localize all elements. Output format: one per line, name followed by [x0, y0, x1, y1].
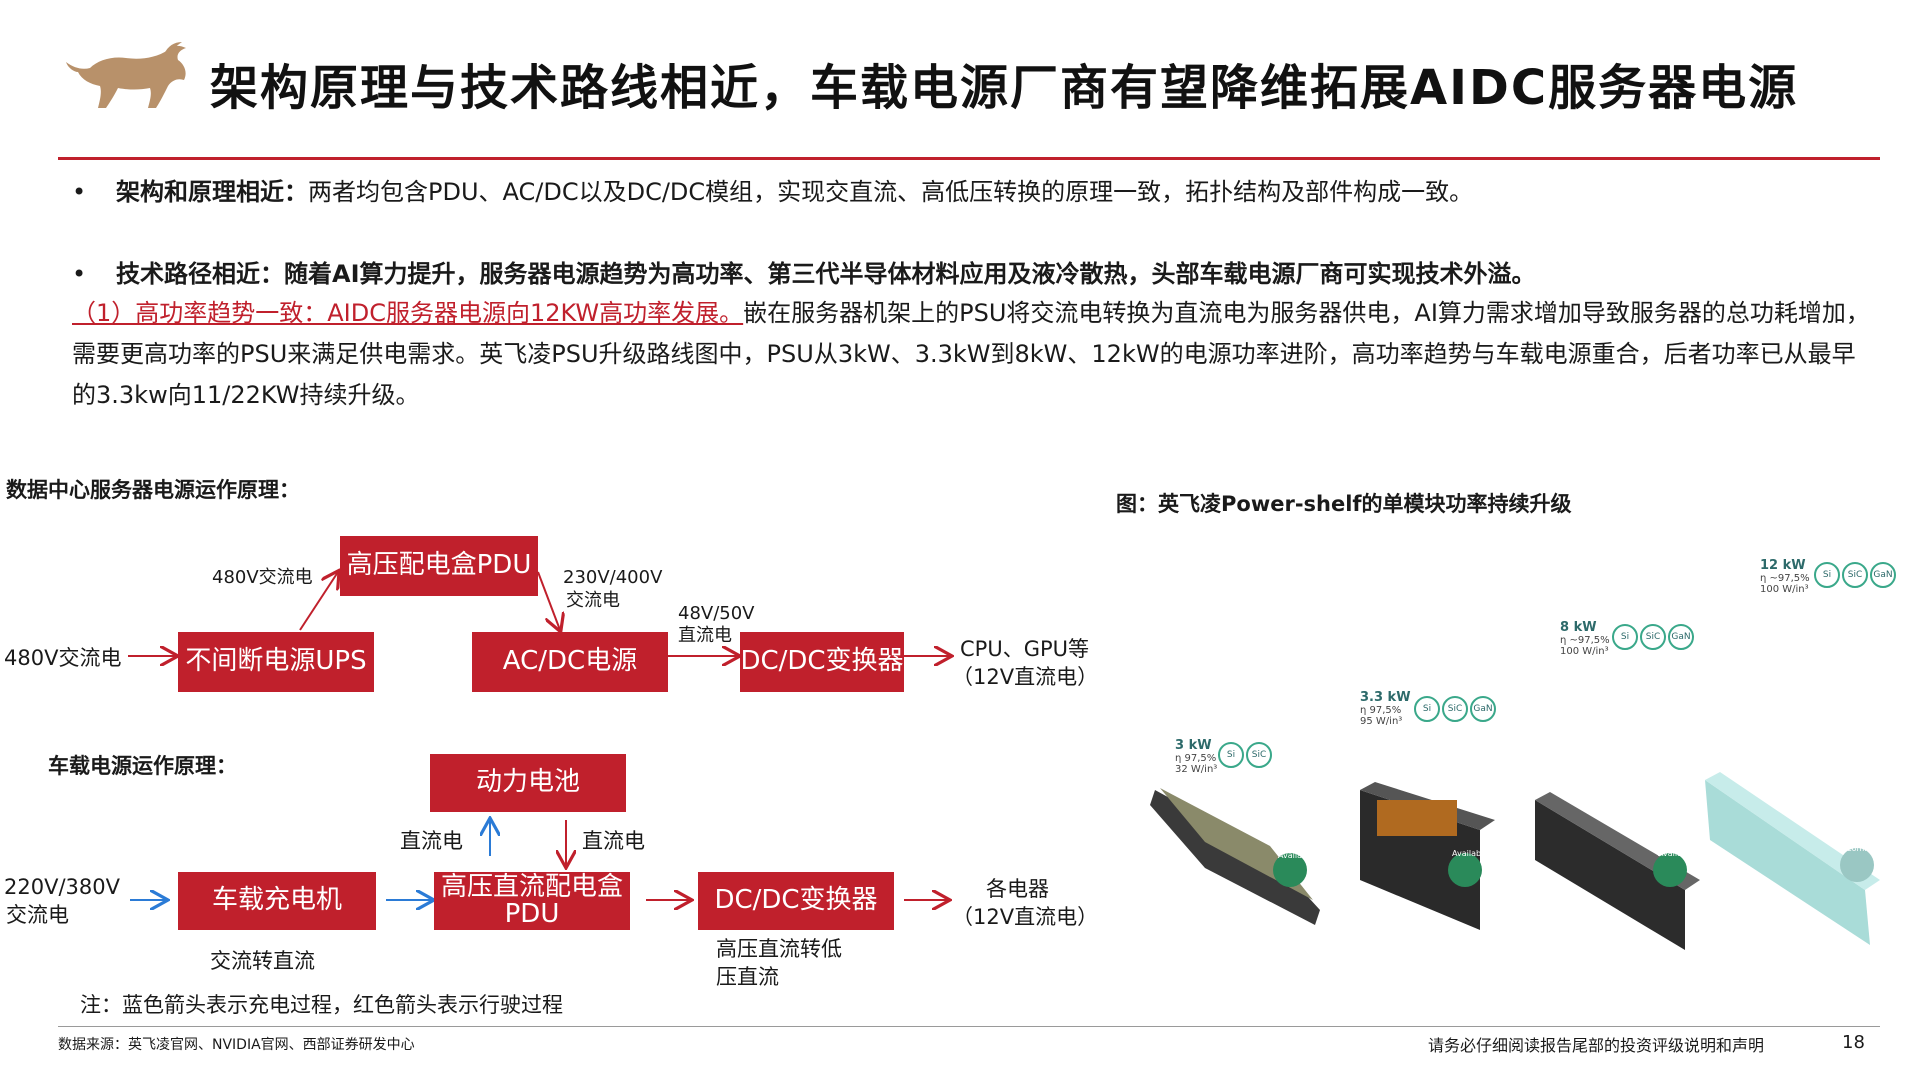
- car-input-label: 220V/380V: [4, 875, 120, 899]
- bullet-heading: 架构和原理相近：: [116, 178, 308, 206]
- bullet-architecture: • 架构和原理相近：两者均包含PDU、AC/DC以及DC/DC模组，实现交直流、高…: [72, 172, 1473, 212]
- car-diagram-title: 车载电源运作原理：: [48, 754, 237, 778]
- module-efficiency: η 97,5%: [1360, 705, 1402, 716]
- dc-diagram-title: 数据中心服务器电源运作原理：: [6, 478, 300, 502]
- dc-output-sub: （12V直流电）: [952, 665, 1099, 689]
- car-output-sub: （12V直流电）: [952, 905, 1099, 929]
- battery-box: 动力电池: [430, 754, 626, 812]
- label-48v-dc: 直流电: [678, 625, 732, 646]
- module-efficiency: η ~97,5%: [1760, 573, 1810, 584]
- charger-sub-label: 交流转直流: [210, 949, 315, 973]
- bullet-heading: 技术路径相近：随着AI算力提升，服务器电源趋势为高功率、第三代半导体材料应用及液…: [116, 260, 1536, 288]
- bullet-tech-path: • 技术路径相近：随着AI算力提升，服务器电源趋势为高功率、第三代半导体材料应用及…: [72, 254, 1536, 294]
- module-power: 8 kW: [1560, 620, 1597, 635]
- charger-box: 车载充电机: [178, 872, 376, 930]
- dc-output-label: CPU、GPU等: [960, 637, 1090, 661]
- footer-disclaimer: 请务必仔细阅读报告尾部的投资评级说明和声明: [1428, 1036, 1765, 1055]
- car-input-sub: 交流电: [6, 903, 69, 927]
- footer-divider: [58, 1026, 1880, 1027]
- dcdc-sub-label-1: 高压直流转低: [716, 937, 842, 961]
- label-230v-ac: 交流电: [566, 590, 620, 611]
- module-efficiency: η 97,5%: [1175, 753, 1217, 764]
- module-power: 3 kW: [1175, 738, 1212, 753]
- title-divider: [58, 157, 1880, 160]
- paragraph-text: 嵌在服务器机架上的PSU将交流电转换为直流电为服务器供电，AI算力需求增加导致服…: [72, 299, 1870, 409]
- module-3-3kw-label: 3.3 kW η 97,5% 95 W/in³: [1360, 690, 1411, 727]
- module-efficiency: η ~97,5%: [1560, 635, 1610, 646]
- arrow-pdu-acdc: [537, 571, 560, 630]
- figure-caption: 图：英飞凌Power-shelf的单模块功率持续升级: [1116, 492, 1572, 516]
- psu-modules-illustration: [1150, 772, 1880, 950]
- module-density: 100 W/in³: [1560, 646, 1609, 657]
- car-dcdc-box: DC/DC变换器: [698, 872, 894, 930]
- label-dc-down: 直流电: [582, 829, 645, 853]
- module-8kw-label: 8 kW η ~97,5% 100 W/in³: [1560, 620, 1610, 657]
- ups-box: 不间断电源UPS: [178, 632, 374, 692]
- bullet-dot: •: [72, 260, 87, 288]
- page-number: 18: [1842, 1032, 1865, 1053]
- dcdc-box: DC/DC变换器: [740, 632, 904, 692]
- label-dc-up: 直流电: [400, 829, 463, 853]
- module-12kw-label: 12 kW η ~97,5% 100 W/in³: [1760, 558, 1810, 595]
- module-3kw-label: 3 kW η 97,5% 32 W/in³: [1175, 738, 1217, 775]
- acdc-box: AC/DC电源: [472, 632, 668, 692]
- diagram-note: 注：蓝色箭头表示充电过程，红色箭头表示行驶过程: [80, 993, 563, 1017]
- module-power: 3.3 kW: [1360, 690, 1411, 705]
- label-480v: 480V交流电: [212, 567, 313, 588]
- pdu-box: 高压配电盒PDU: [340, 536, 538, 596]
- high-power-paragraph: （1）高功率趋势一致：AIDC服务器电源向12KW高功率发展。嵌在服务器机架上的…: [72, 293, 1872, 416]
- power-shelf-image: [1145, 550, 1895, 990]
- bullet-dot: •: [72, 178, 87, 206]
- module-density: 95 W/in³: [1360, 716, 1403, 727]
- module-density: 32 W/in³: [1175, 764, 1218, 775]
- label-48v: 48V/50V: [678, 603, 755, 624]
- bull-logo-icon: [66, 42, 186, 108]
- module-density: 100 W/in³: [1760, 584, 1809, 595]
- page-title: 架构原理与技术路线相近，车载电源厂商有望降维拓展AIDC服务器电源: [210, 60, 1799, 116]
- car-output-label: 各电器: [986, 877, 1049, 901]
- arrow-ups-pdu: [299, 572, 338, 631]
- label-230v: 230V/400V: [563, 567, 663, 588]
- module-power: 12 kW: [1760, 558, 1806, 573]
- dcdc-sub-label-2: 压直流: [716, 965, 779, 989]
- bullet-text: 两者均包含PDU、AC/DC以及DC/DC模组，实现交直流、高低压转换的原理一致…: [308, 178, 1474, 206]
- car-pdu-box: 高压直流配电盒PDU: [434, 872, 630, 930]
- footer-source: 数据来源：英飞凌官网、NVIDIA官网、西部证券研发中心: [58, 1037, 415, 1053]
- highlight-text: （1）高功率趋势一致：AIDC服务器电源向12KW高功率发展。: [72, 299, 744, 327]
- dc-input-label: 480V交流电: [4, 646, 122, 670]
